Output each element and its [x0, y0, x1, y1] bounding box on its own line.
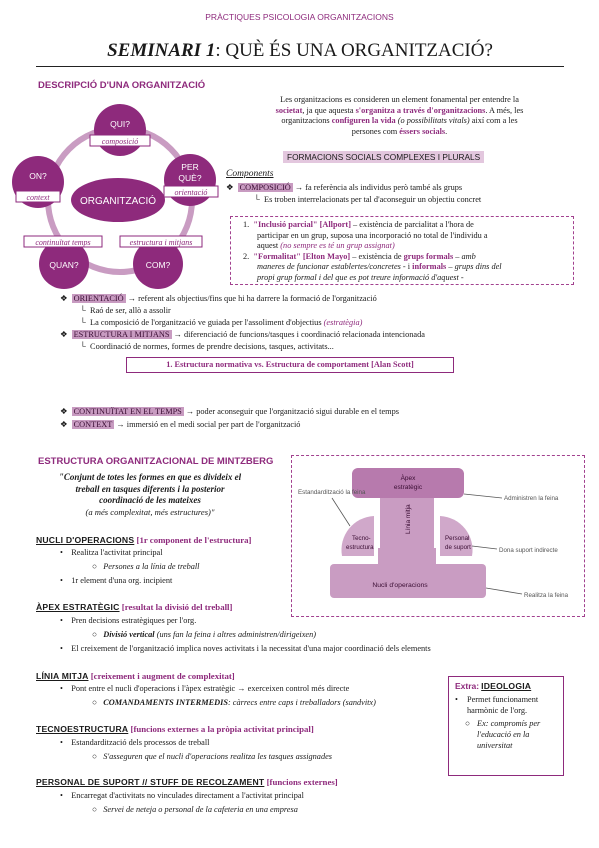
mintzberg-diagram-box: [291, 455, 585, 617]
apex-sub-1: ○ Divisió vertical (uns fan la feina i a…: [92, 630, 317, 639]
extra-ideologia-box: Extra: IDEOLOGIA •Permet funcionament ha…: [448, 676, 564, 776]
section-tecno: TECNOESTRUCTURA [funcions externes a la …: [36, 724, 314, 734]
node-quan: [39, 239, 89, 289]
svg-text:Línia mitja: Línia mitja: [405, 504, 412, 534]
title-bold: SEMINARI 1: [107, 40, 216, 61]
intro-paragraph: Les organitzacions es consideren un elem…: [275, 95, 524, 136]
node-qui: [94, 104, 146, 156]
apex-shape: [352, 468, 464, 498]
composicio-item: ❖ COMPOSICIÓ → fa referència als individ…: [226, 183, 463, 192]
svg-text:ON?: ON?: [29, 171, 47, 181]
section-apex: ÀPEX ESTRATÈGIC [resultat la divisió del…: [36, 602, 233, 612]
page-title: SEMINARI 1: QUÈ ÉS UNA ORGANITZACIÓ?: [60, 40, 540, 62]
tecno-item-1: • Estandardització dels processos de tre…: [60, 738, 210, 747]
estructura-box: 1. Estructura normativa vs. Estructura d…: [126, 357, 454, 373]
middle-line-shape: [380, 498, 434, 548]
svg-text:PER: PER: [181, 162, 198, 172]
svg-text:Àpex: Àpex: [401, 473, 417, 482]
composicio-list-box: 1. "Inclusió parcial" [Allport] – existè…: [230, 216, 574, 285]
svg-text:COM?: COM?: [146, 260, 171, 270]
svg-text:orientació: orientació: [175, 188, 208, 197]
mintzberg-diagram: Àpex estratègic Línia mitja Tecno- estru…: [298, 468, 569, 599]
svg-text:Estandardització la feina: Estandardització la feina: [298, 489, 366, 496]
node-com: [133, 239, 183, 289]
apex-item-2: • El creixement de l'organització implic…: [60, 644, 431, 653]
components-label: Components: [226, 169, 274, 179]
svg-text:QUAN?: QUAN?: [49, 260, 79, 270]
title-rule: [36, 66, 564, 67]
tecno-sub-1: ○ S'asseguren que el nucli d'operacions …: [92, 752, 333, 761]
estructura-sub: └ Coordinació de normes, formes de prend…: [80, 342, 334, 351]
suport-sub-1: ○ Servei de neteja o personal de la cafe…: [92, 805, 298, 814]
linia-item-1: • Pont entre el nucli d'operacions i l'à…: [60, 684, 350, 693]
formations-badge: FORMACIONS SOCIALS COMPLEXES I PLURALS: [283, 151, 485, 163]
composicio-sub: └ Es troben interrelacionats per tal d'a…: [254, 195, 482, 204]
svg-text:composició: composició: [102, 137, 138, 146]
svg-text:Dona suport indirecte: Dona suport indirecte: [499, 547, 558, 554]
svg-text:estratègic: estratègic: [394, 484, 423, 491]
svg-text:de suport: de suport: [445, 544, 471, 551]
section-linia: LÍNIA MITJA [creixement i augment de com…: [36, 671, 235, 681]
svg-text:estructura i mitjans: estructura i mitjans: [130, 238, 193, 247]
svg-text:Personal: Personal: [445, 535, 469, 542]
svg-text:estructura: estructura: [346, 544, 374, 551]
orientacio-sub2: └ La composició de l'organització ve gui…: [80, 318, 363, 327]
apex-item-1: • Pren decisions estratègiques per l'org…: [60, 616, 197, 625]
svg-text:continuïtat temps: continuïtat temps: [35, 238, 90, 247]
operating-core-shape: [330, 564, 486, 598]
orientacio-sub1: └ Raó de ser, allò a assolir: [80, 306, 171, 315]
orientacio-item: ❖ ORIENTACIÓ → referent als objectius/fi…: [60, 294, 377, 303]
svg-text:context: context: [26, 193, 50, 202]
organization-circle-diagram: ORGANITZACIÓ QUI? composició PER QUÈ? or…: [12, 104, 219, 289]
mintzberg-quote: "Conjunt de totes les formes en que es d…: [58, 472, 242, 517]
estructura-item: ❖ ESTRUCTURA I MITJANS → diferenciació d…: [60, 330, 425, 339]
title-rest: : QUÈ ÉS UNA ORGANITZACIÓ?: [215, 40, 493, 61]
svg-text:Realitza la feina: Realitza la feina: [524, 592, 569, 599]
continuitat-item: ❖ CONTINUÏTAT EN EL TEMPS → poder aconse…: [60, 407, 399, 416]
linia-sub-1: ○ COMANDAMENTS INTERMEDIS: càrrecs entre…: [92, 698, 376, 707]
center-label: ORGANITZACIÓ: [80, 194, 156, 207]
svg-text:Nucli d'operacions: Nucli d'operacions: [372, 582, 428, 589]
svg-text:Administren la feina: Administren la feina: [504, 495, 559, 502]
nucli-item-1: • Realitza l'activitat principal: [60, 548, 163, 557]
support-staff-shape: [440, 516, 473, 556]
svg-text:Tecno-: Tecno-: [352, 535, 371, 542]
section-nucli: NUCLI D'OPERACIONS [1r component de l'es…: [36, 535, 252, 545]
desc-header: DESCRIPCIÓ D'UNA ORGANITZACIÓ: [38, 80, 206, 91]
technostructure-shape: [341, 516, 374, 556]
center-node: [71, 178, 165, 222]
section-suport: PERSONAL DE SUPORT // STUFF DE RECOLZAME…: [36, 777, 338, 787]
page-header: PRÀCTIQUES PSICOLOGIA ORGANITZACIONS: [205, 12, 394, 22]
nucli-item-2: • 1r element d'una org. incipient: [60, 576, 173, 585]
nucli-sub-1: ○ Persones a la línia de treball: [92, 562, 200, 571]
mintzberg-header: ESTRUCTURA ORGANITZACIONAL DE MINTZBERG: [38, 456, 274, 467]
diamond-bullet-icon: ❖: [226, 183, 234, 192]
svg-text:QUI?: QUI?: [110, 119, 130, 129]
context-item: ❖ CONTEXT → immersió en el medi social p…: [60, 420, 301, 429]
suport-item-1: • Encarregat d'activitats no vinculades …: [60, 791, 304, 800]
svg-text:QUÈ?: QUÈ?: [178, 173, 201, 183]
